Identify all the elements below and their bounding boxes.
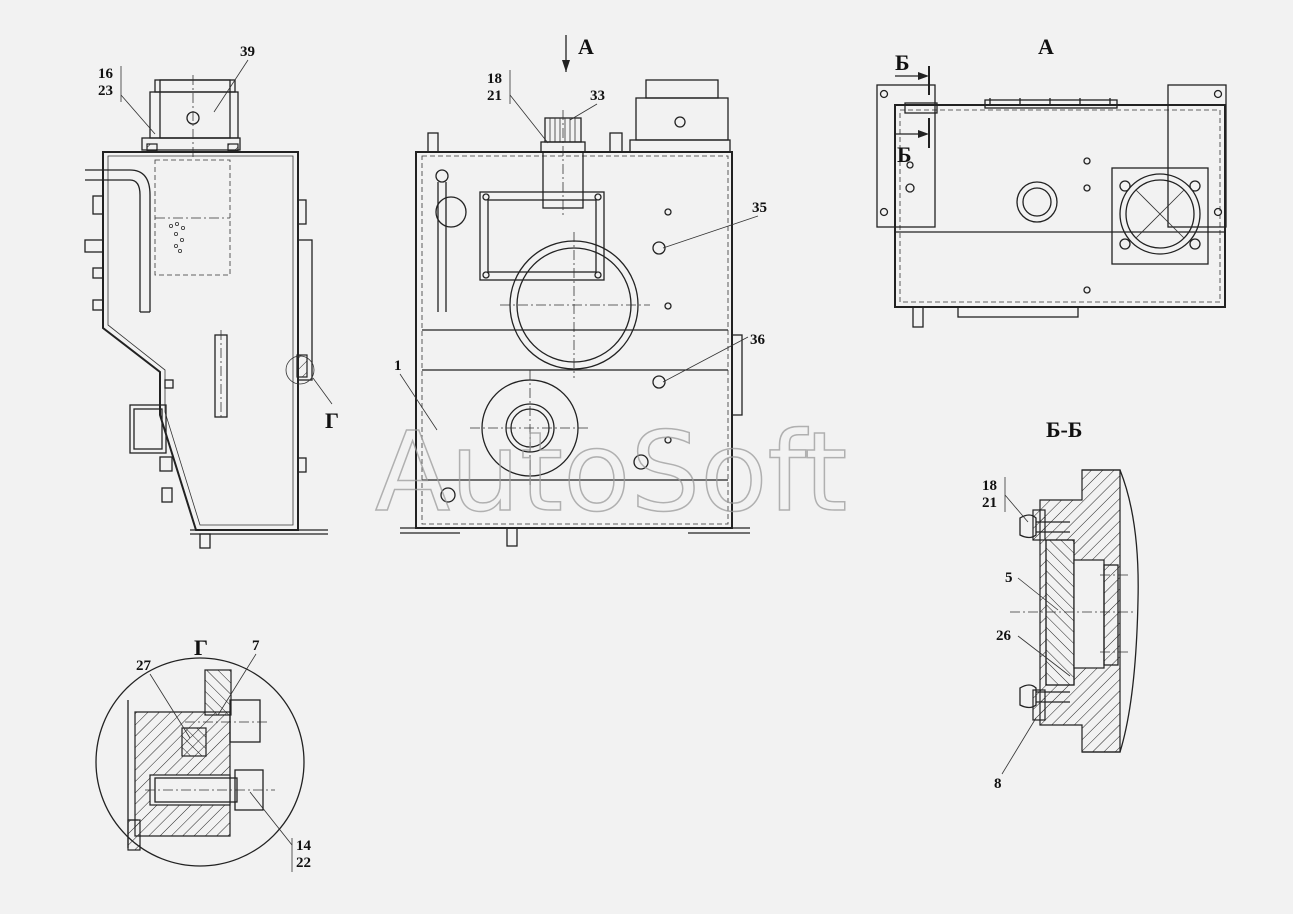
- strainer-holes: [168, 221, 185, 253]
- view-a-title: А: [1038, 34, 1054, 59]
- callout-33: 33: [590, 88, 605, 104]
- view-arrow-a: А: [578, 34, 594, 59]
- front-view: [400, 79, 750, 547]
- callout-18-top: 18: [487, 71, 502, 87]
- callout-5: 5: [1005, 570, 1013, 586]
- section-bb-title: Б-Б: [1046, 417, 1082, 442]
- callout-27: 27: [136, 658, 152, 674]
- callout-14: 14: [296, 838, 312, 854]
- callout-22: 22: [296, 855, 311, 871]
- watermark: AutoSoft: [375, 408, 847, 536]
- callout-16: 16: [98, 66, 114, 82]
- callout-21-section: 21: [982, 495, 997, 511]
- callout-18-section: 18: [982, 478, 997, 494]
- callout-39: 39: [240, 44, 255, 60]
- section-bb: [1010, 469, 1139, 753]
- view-a: [876, 66, 1227, 328]
- labels: 16 23 39 Г А 18 21 33 35 36 1 А Б Б Б-Б …: [98, 34, 1082, 872]
- detail-marker-g: Г: [325, 408, 339, 433]
- callout-26: 26: [996, 628, 1012, 644]
- section-mark-top: Б: [895, 50, 910, 75]
- filler-cap-ribs: [549, 118, 576, 142]
- callout-8: 8: [994, 776, 1002, 792]
- section-mark-bottom: Б: [897, 142, 912, 167]
- callout-21-top: 21: [487, 88, 502, 104]
- callout-7: 7: [252, 638, 260, 654]
- callout-1: 1: [394, 358, 402, 374]
- side-view: [84, 75, 328, 549]
- detail-g: [95, 657, 305, 867]
- callout-23: 23: [98, 83, 113, 99]
- callout-36: 36: [750, 332, 766, 348]
- callout-35: 35: [752, 200, 767, 216]
- detail-g-title: Г: [194, 635, 208, 660]
